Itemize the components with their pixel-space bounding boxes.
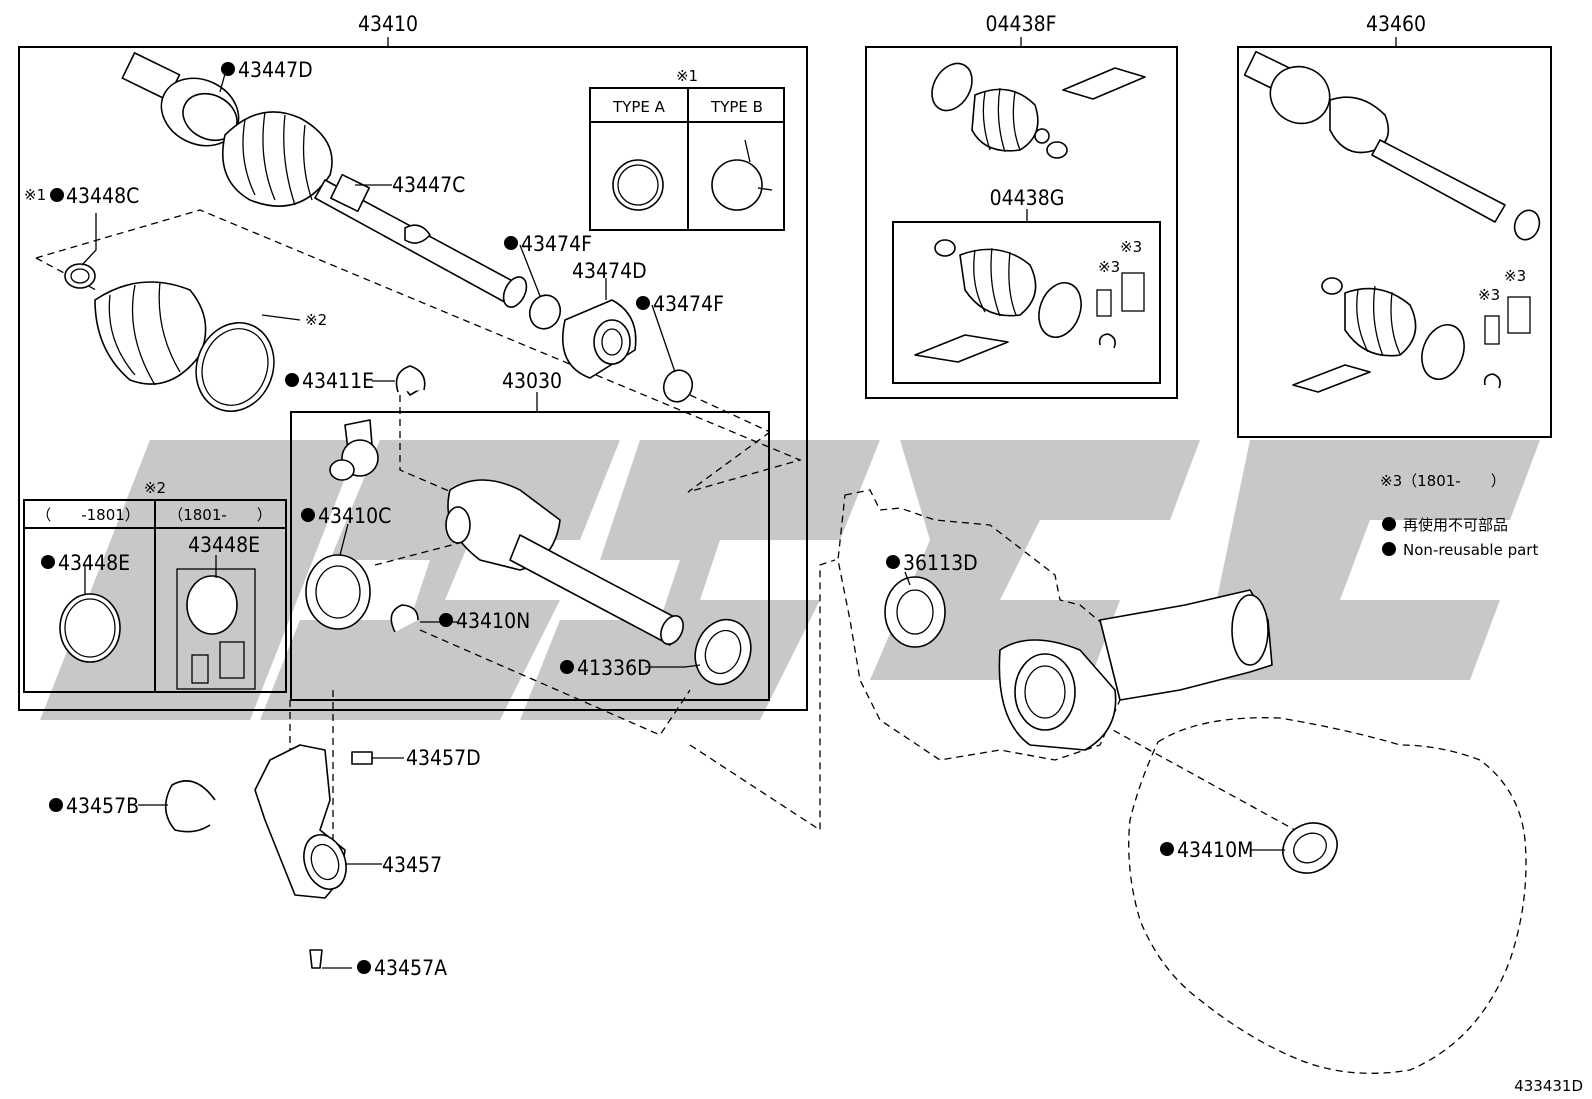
label-43457A: 43457A (374, 956, 447, 980)
label-43410M: 43410M (1177, 838, 1253, 862)
legend-dot (1382, 517, 1396, 531)
label-43448C: 43448C (66, 184, 139, 208)
range-before: （ -1801） (36, 506, 140, 524)
kit-43460-frame (1237, 46, 1552, 438)
nonreusable-dot (504, 236, 518, 250)
note-ref1: ※1 (676, 67, 698, 85)
label-41336D: 41336D (577, 656, 652, 680)
boot-and-clamp-group (64, 263, 301, 413)
note-ref2-table: ※2 (144, 479, 166, 497)
nonreusable-dot (636, 296, 650, 310)
type-b-label: TYPE B (710, 98, 763, 116)
label-43474F-a: 43474F (521, 232, 592, 256)
nonreusable-dot (886, 555, 900, 569)
label-43410N: 43410N (456, 609, 530, 633)
note-ref3-b: ※3 (1120, 238, 1142, 256)
label-43447D: 43447D (238, 58, 313, 82)
nonreusable-dot (49, 798, 63, 812)
range-after: （1801- ） (168, 506, 272, 524)
label-43448E-b: 43448E (188, 533, 260, 557)
label-43448E-a: 43448E (58, 551, 130, 575)
nonreusable-dot (301, 508, 315, 522)
nonreusable-dot (357, 960, 371, 974)
note-ref3-d: ※3 (1504, 267, 1526, 285)
nonreusable-dot (560, 660, 574, 674)
nonreusable-dot (221, 62, 235, 76)
labels: 43410 04438F 43460 04438G 43447D 43447C … (24, 12, 1583, 1095)
label-43474F-b: 43474F (653, 292, 724, 316)
diagram-code: 433431D (1514, 1077, 1583, 1095)
kit-43460-parts (1243, 50, 1541, 393)
note-ref1-small: ※1 (24, 186, 46, 204)
steering-knuckle (164, 744, 373, 969)
label-43474D: 43474D (572, 259, 647, 283)
note-ref3-c: ※3 (1478, 286, 1500, 304)
note2-clamps (59, 575, 245, 684)
note-ref3-a: ※3 (1098, 258, 1120, 276)
nonreusable-dot (50, 188, 64, 202)
label-43030: 43030 (502, 369, 562, 393)
label-36113D: 36113D (903, 551, 978, 575)
kit-04438F-parts (931, 62, 1146, 159)
label-43410C: 43410C (318, 504, 391, 528)
label-04438F: 04438F (986, 12, 1057, 36)
type-clips (612, 139, 773, 211)
label-04438G: 04438G (990, 186, 1065, 210)
watermark-logo (40, 440, 1540, 720)
label-43460: 43460 (1366, 12, 1426, 36)
legend-dot (1382, 542, 1396, 556)
label-43457B: 43457B (66, 794, 139, 818)
inner-joint-group (305, 365, 752, 686)
label-43411E: 43411E (302, 369, 374, 393)
nonreusable-dot (41, 555, 55, 569)
type-a-label: TYPE A (612, 98, 666, 116)
assembly-43410-frame (18, 46, 808, 711)
subassembly-43030-frame (290, 411, 770, 701)
drive-shaft-assembly (121, 52, 694, 403)
nonreusable-dot (1160, 842, 1174, 856)
leader-lines (81, 69, 1285, 969)
legend-jp: 再使用不可部品 (1403, 516, 1508, 534)
kit-04438G-parts (914, 239, 1145, 363)
label-43457D: 43457D (406, 746, 481, 770)
label-43457: 43457 (382, 853, 442, 877)
label-43447C: 43447C (392, 173, 465, 197)
note-ref2: ※2 (305, 311, 327, 329)
nonreusable-dot (285, 373, 299, 387)
nonreusable-dot (439, 613, 453, 627)
note-ref3-range: ※3（1801- ） (1380, 472, 1506, 490)
transmission-housing (837, 489, 1527, 1074)
legend-en: Non-reusable part (1403, 541, 1538, 559)
label-43410: 43410 (358, 12, 418, 36)
